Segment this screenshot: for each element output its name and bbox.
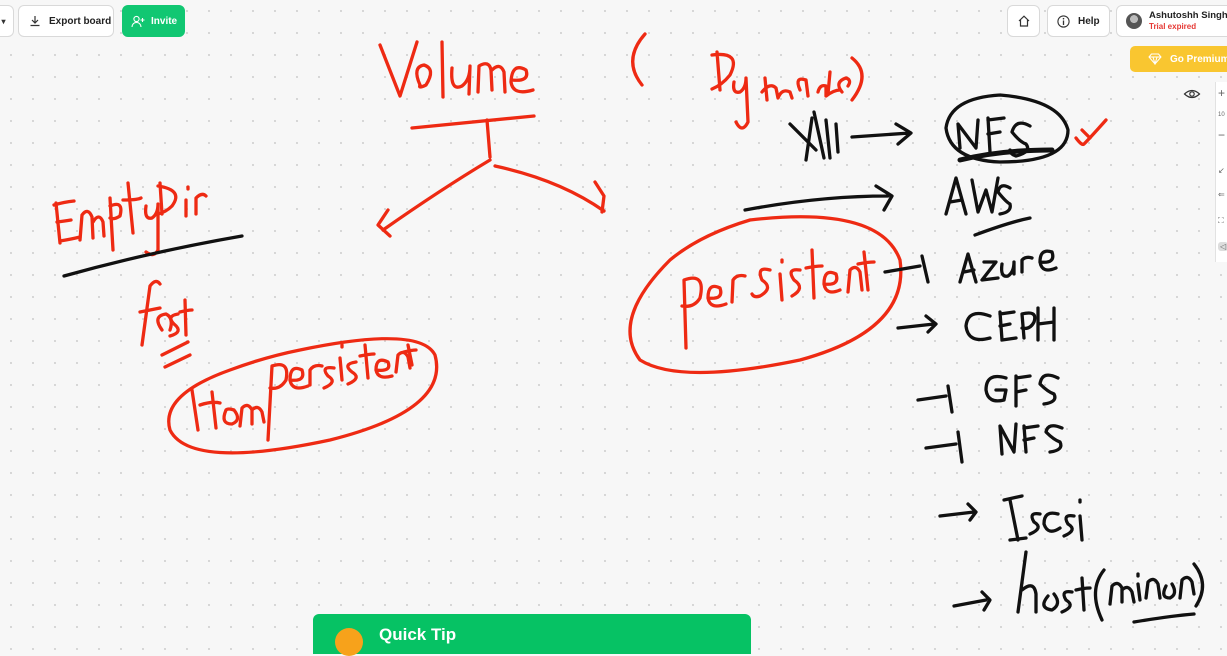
undo-icon[interactable]: ⇐ <box>1218 190 1225 199</box>
download-icon <box>30 16 40 27</box>
avatar <box>1126 13 1142 29</box>
export-board-button[interactable]: Export board <box>18 5 114 37</box>
user-profile-button[interactable]: Ashutoshh Singh Trial expired <box>1116 5 1227 37</box>
emoji-icon <box>335 628 363 656</box>
red-ink-strokes <box>52 32 1108 455</box>
home-button[interactable] <box>1007 5 1040 37</box>
invite-button[interactable]: Invite <box>122 5 185 37</box>
zoom-level: 10 <box>1218 112 1225 118</box>
collapse-icon[interactable]: ↙ <box>1218 166 1225 175</box>
eye-icon[interactable] <box>1183 86 1201 102</box>
fit-screen-icon[interactable]: ⛶ <box>1218 216 1224 225</box>
add-user-icon <box>131 15 145 27</box>
quick-tip-title: Quick Tip <box>379 625 457 644</box>
export-board-label: Export board <box>49 15 112 27</box>
quick-tip-panel[interactable]: Quick Tip <box>313 614 751 656</box>
help-label: Help <box>1078 15 1100 27</box>
chevron-down-icon: ▾ <box>1 16 6 26</box>
zoom-in-icon[interactable]: + <box>1218 86 1226 100</box>
right-tool-panel: + 10 − ↙ ⇐ ⛶ ◁ <box>1215 82 1227 262</box>
invite-label: Invite <box>151 15 178 27</box>
black-ink-strokes <box>62 93 1205 624</box>
board-menu-dropdown[interactable]: ▾ <box>0 5 14 37</box>
user-info: Ashutoshh Singh Trial expired <box>1149 10 1227 32</box>
share-icon[interactable]: ◁ <box>1218 242 1227 251</box>
trial-status: Trial expired <box>1149 22 1197 31</box>
home-icon <box>1018 15 1029 27</box>
help-button[interactable]: Help <box>1047 5 1110 37</box>
info-icon <box>1057 14 1070 28</box>
user-name: Ashutoshh Singh <box>1149 10 1227 21</box>
go-premium-label: Go Premium <box>1170 53 1227 65</box>
go-premium-button[interactable]: Go Premium <box>1130 46 1227 72</box>
diamond-icon <box>1148 53 1162 65</box>
zoom-out-icon[interactable]: − <box>1218 128 1226 142</box>
